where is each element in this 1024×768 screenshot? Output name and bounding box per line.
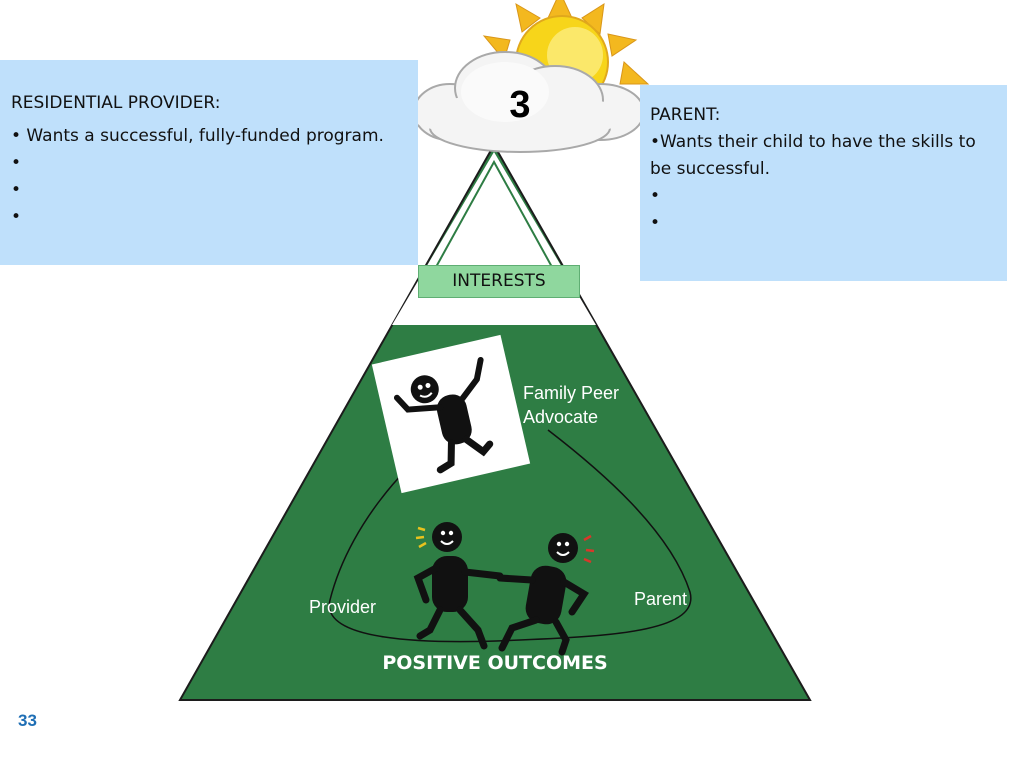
parent-label: Parent — [634, 589, 688, 609]
slide-number: 33 — [18, 711, 37, 730]
provider-interest-item: • Wants a successful, fully-funded progr… — [11, 126, 384, 146]
provider-interest-item: • — [11, 180, 22, 200]
parent-box-heading: PARENT: — [650, 105, 721, 125]
pyramid-apex-triangle — [392, 152, 596, 325]
provider-label: Provider — [309, 597, 377, 617]
parent-interest-list: •Wants their child to have the skills to… — [650, 129, 997, 237]
provider-box-heading: RESIDENTIAL PROVIDER: — [11, 93, 221, 113]
positive-outcomes-label: POSITIVE OUTCOMES — [382, 652, 608, 674]
interests-label: INTERESTS — [418, 265, 580, 298]
advocate-figure-icon — [371, 334, 531, 494]
provider-figure-icon — [413, 522, 504, 650]
provider-interest-item: • — [11, 207, 22, 227]
parent-interest-item: • — [650, 213, 661, 233]
provider-interest-item: • — [11, 153, 22, 173]
parent-interest-item: • — [650, 186, 661, 206]
parent-figure-icon — [496, 533, 595, 656]
residential-provider-box: RESIDENTIAL PROVIDER: • Wants a successf… — [0, 60, 418, 265]
parent-interest-item: •Wants their child to have the skills to… — [650, 132, 976, 179]
provider-interest-list: • Wants a successful, fully-funded progr… — [11, 123, 408, 231]
relationship-curve — [328, 397, 692, 643]
parent-box: PARENT: •Wants their child to have the s… — [640, 85, 1007, 281]
family-peer-advocate-label: Family Peer Advocate — [523, 383, 620, 427]
sun-number: 3 — [509, 84, 531, 126]
cloud-icon — [410, 51, 645, 153]
